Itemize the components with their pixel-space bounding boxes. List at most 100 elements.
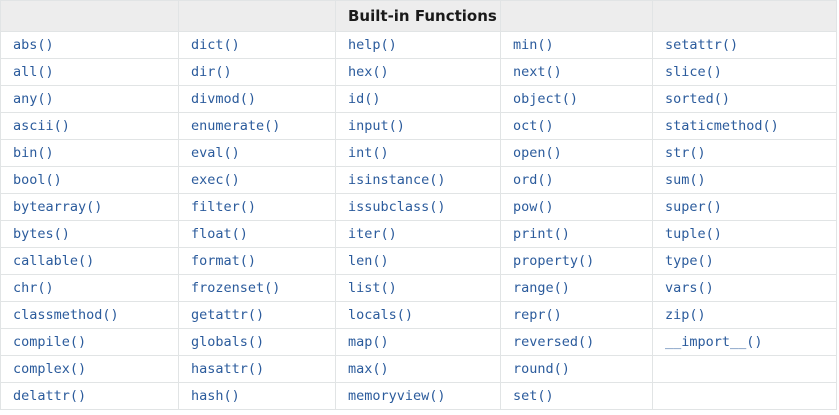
table-cell: memoryview() [335,382,501,410]
function-link[interactable]: next() [513,64,562,80]
function-link[interactable]: reversed() [513,334,595,350]
function-link[interactable]: open() [513,145,562,161]
function-link[interactable]: iter() [348,226,397,242]
function-link[interactable]: delattr() [13,388,87,404]
function-link[interactable]: round() [513,361,570,377]
function-link[interactable]: globals() [191,334,265,350]
function-link[interactable]: id() [348,91,381,107]
function-link[interactable]: max() [348,361,389,377]
function-link[interactable]: sorted() [665,91,731,107]
function-link[interactable]: property() [513,253,595,269]
function-link[interactable]: bytearray() [13,199,103,215]
function-link[interactable]: eval() [191,145,240,161]
function-link[interactable]: vars() [665,280,714,296]
function-link[interactable]: issubclass() [348,199,446,215]
function-link[interactable]: locals() [348,307,414,323]
function-link[interactable]: range() [513,280,570,296]
table-cell: hasattr() [178,355,336,383]
function-link[interactable]: divmod() [191,91,257,107]
function-link[interactable]: zip() [665,307,706,323]
function-link[interactable]: hex() [348,64,389,80]
function-link[interactable]: hasattr() [191,361,265,377]
function-link[interactable]: all() [13,64,54,80]
function-link[interactable]: enumerate() [191,118,281,134]
function-link[interactable]: super() [665,199,722,215]
function-link[interactable]: print() [513,226,570,242]
function-link[interactable]: list() [348,280,397,296]
function-link[interactable]: compile() [13,334,87,350]
function-link[interactable]: repr() [513,307,562,323]
function-link[interactable]: sum() [665,172,706,188]
function-link[interactable]: help() [348,37,397,53]
table-cell: callable() [0,247,179,275]
table-row: any() divmod() id() object() sorted() [0,85,837,113]
function-link[interactable]: str() [665,145,706,161]
function-link[interactable]: filter() [191,199,257,215]
table-cell: delattr() [0,382,179,410]
table-cell: type() [652,247,837,275]
table-header-cell-1 [0,0,179,32]
function-link[interactable]: tuple() [665,226,722,242]
table-cell: complex() [0,355,179,383]
function-link[interactable]: slice() [665,64,722,80]
table-cell: int() [335,139,501,167]
function-link[interactable]: setattr() [665,37,739,53]
table-cell: sum() [652,166,837,194]
table-cell: dict() [178,31,336,59]
function-link[interactable]: dict() [191,37,240,53]
function-link[interactable]: ascii() [13,118,70,134]
table-cell: oct() [500,112,653,140]
table-cell: compile() [0,328,179,356]
function-link[interactable]: staticmethod() [665,118,779,134]
table-cell: globals() [178,328,336,356]
table-row: chr() frozenset() list() range() vars() [0,274,837,302]
table-cell: staticmethod() [652,112,837,140]
table-row: classmethod() getattr() locals() repr() zip(… [0,301,837,329]
function-link[interactable]: int() [348,145,389,161]
function-link[interactable]: hash() [191,388,240,404]
table-row: all() dir() hex() next() slice() [0,58,837,86]
function-link[interactable]: getattr() [191,307,265,323]
function-link[interactable]: bool() [13,172,62,188]
function-link[interactable]: __import__() [665,334,763,350]
function-link[interactable]: float() [191,226,248,242]
table-cell: divmod() [178,85,336,113]
function-link[interactable]: len() [348,253,389,269]
function-link[interactable]: min() [513,37,554,53]
function-link[interactable]: format() [191,253,257,269]
table-cell: ascii() [0,112,179,140]
function-link[interactable]: dir() [191,64,232,80]
function-link[interactable]: any() [13,91,54,107]
table-cell [652,382,837,410]
function-link[interactable]: isinstance() [348,172,446,188]
table-cell: eval() [178,139,336,167]
function-link[interactable]: classmethod() [13,307,119,323]
function-link[interactable]: type() [665,253,714,269]
function-link[interactable]: set() [513,388,554,404]
function-link[interactable]: bin() [13,145,54,161]
function-link[interactable]: frozenset() [191,280,281,296]
function-link[interactable]: bytes() [13,226,70,242]
table-cell: abs() [0,31,179,59]
function-link[interactable]: memoryview() [348,388,446,404]
table-cell: hash() [178,382,336,410]
function-link[interactable]: map() [348,334,389,350]
function-link[interactable]: input() [348,118,405,134]
table-cell: len() [335,247,501,275]
function-link[interactable]: ord() [513,172,554,188]
table-cell: bin() [0,139,179,167]
function-link[interactable]: chr() [13,280,54,296]
table-cell: min() [500,31,653,59]
table-cell: issubclass() [335,193,501,221]
function-link[interactable]: abs() [13,37,54,53]
function-link[interactable]: callable() [13,253,95,269]
function-link[interactable]: complex() [13,361,87,377]
table-row: bin() eval() int() open() str() [0,139,837,167]
function-link[interactable]: pow() [513,199,554,215]
table-body: abs() dict() help() min() setattr() all() dir(… [0,31,837,410]
table-cell: float() [178,220,336,248]
function-link[interactable]: exec() [191,172,240,188]
function-link[interactable]: oct() [513,118,554,134]
table-cell: exec() [178,166,336,194]
function-link[interactable]: object() [513,91,579,107]
